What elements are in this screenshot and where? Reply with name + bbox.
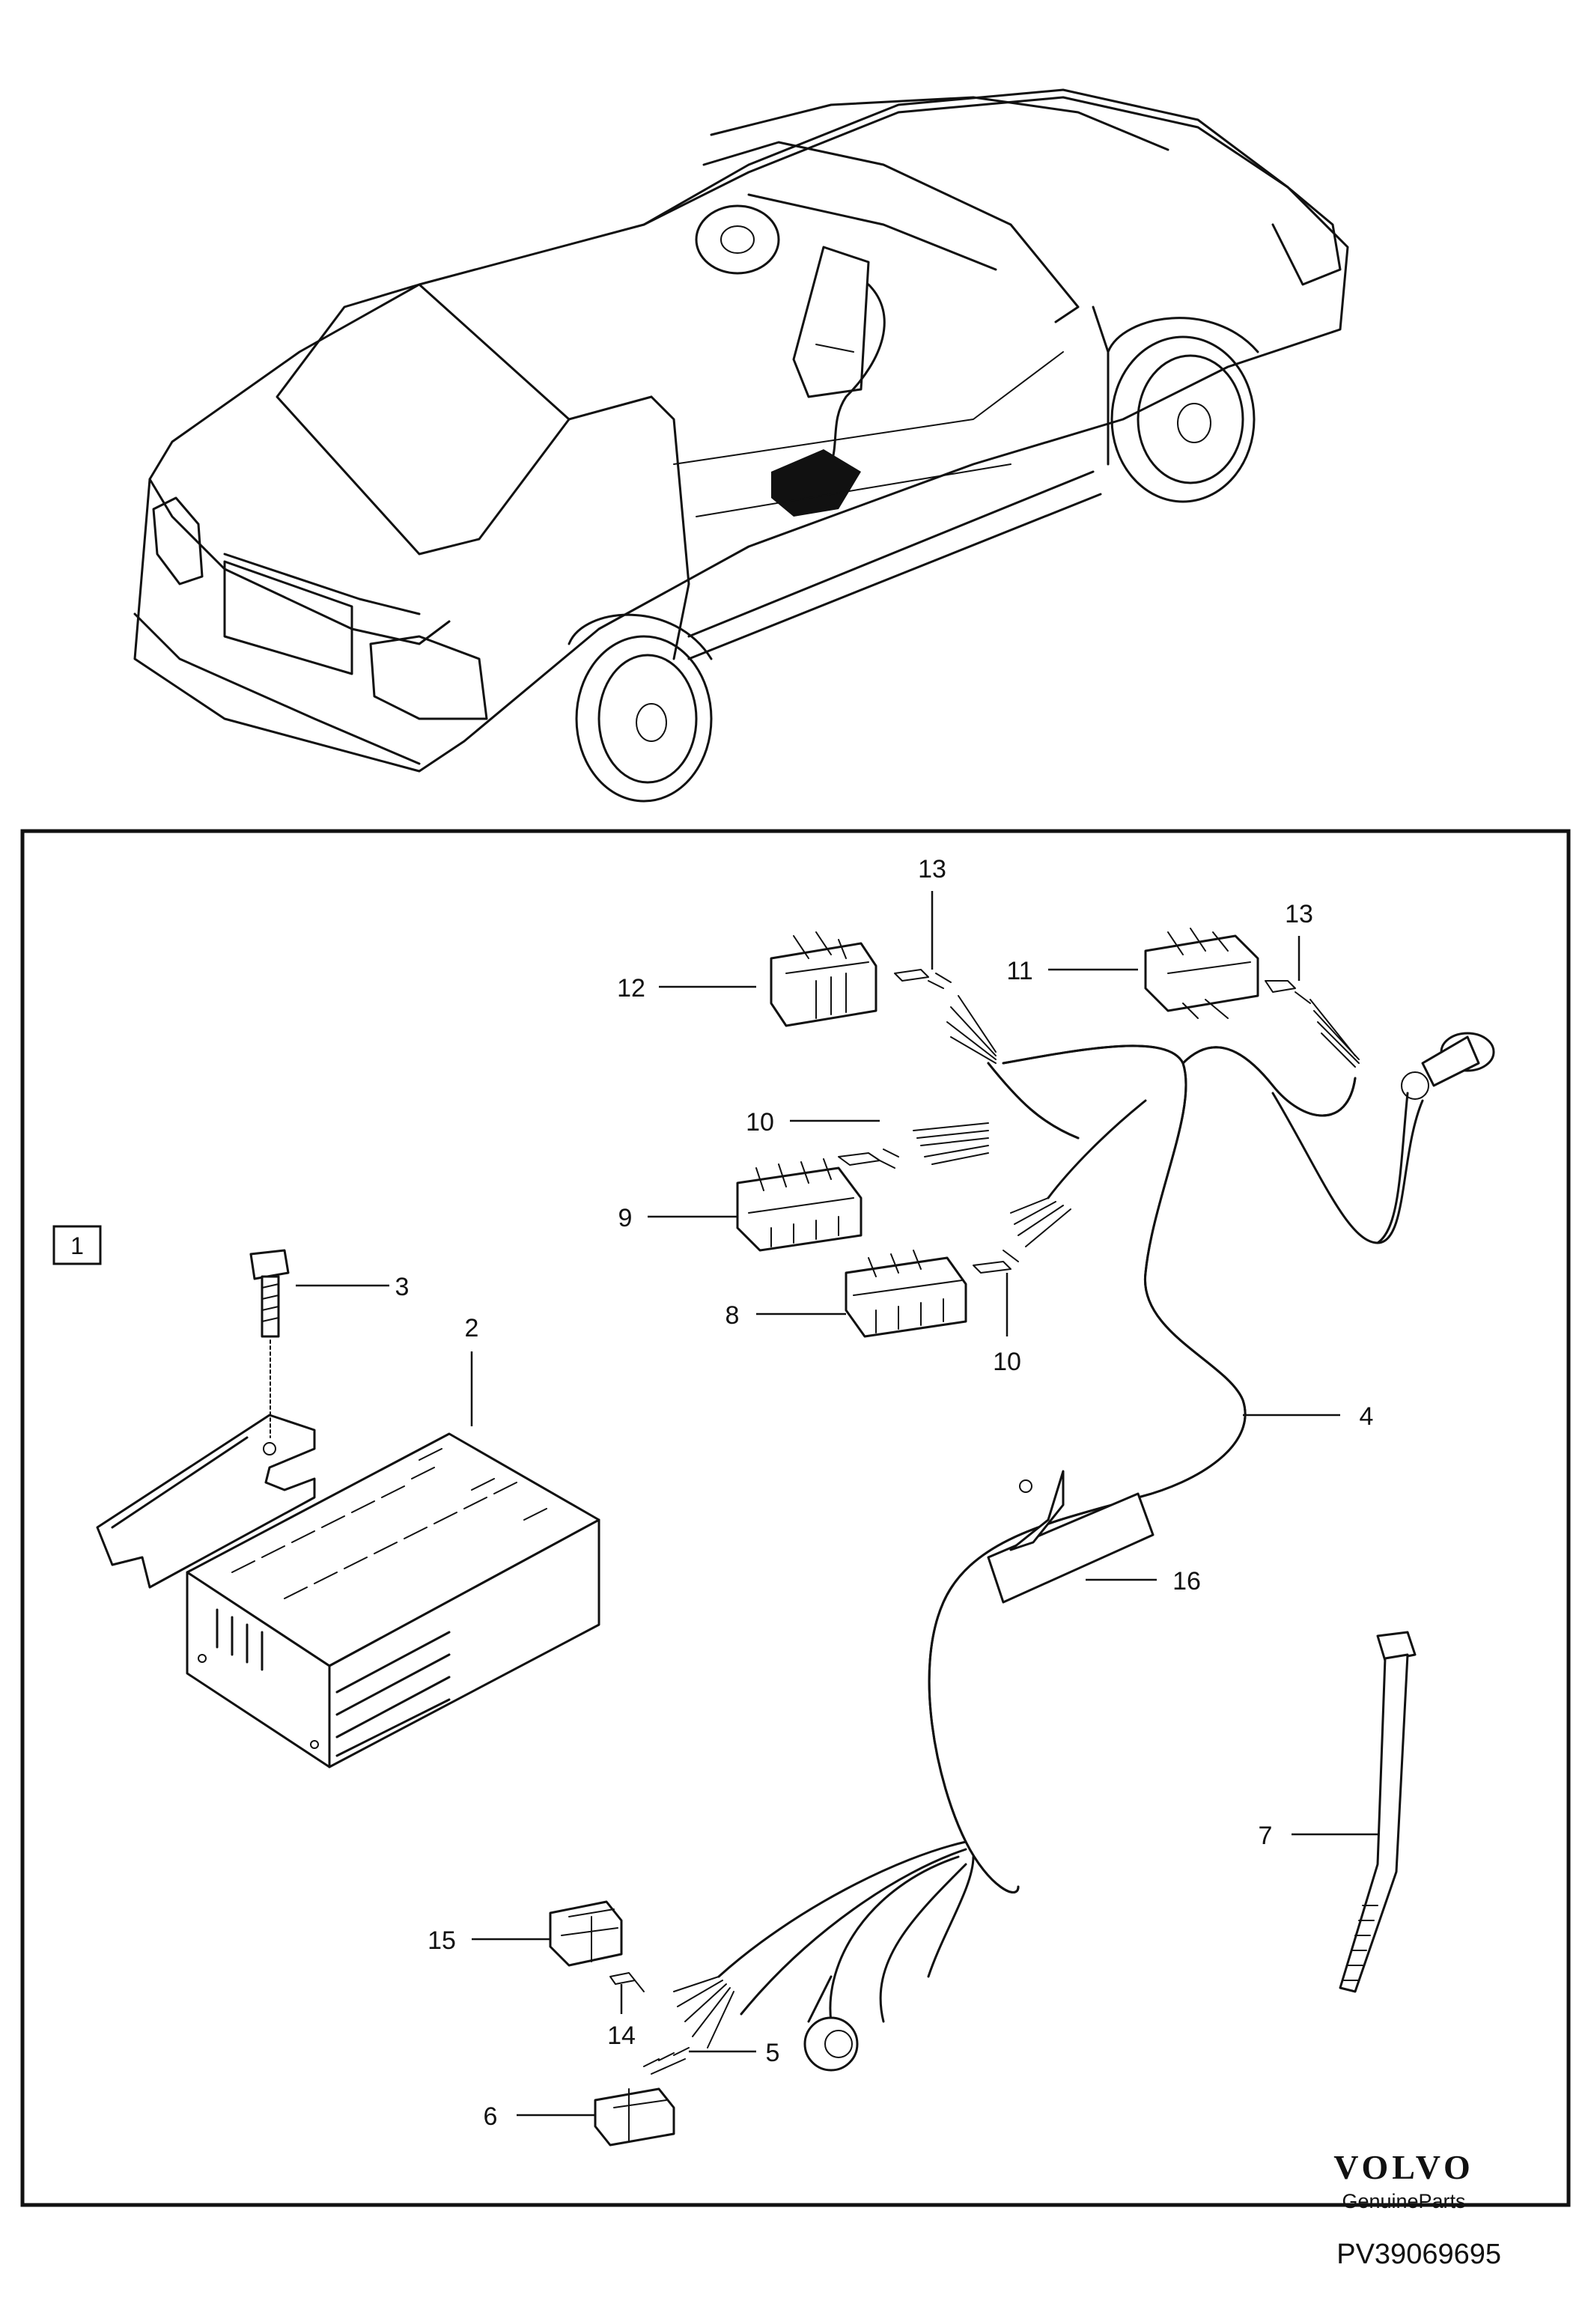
connector-9	[736, 1158, 863, 1252]
rear-wheel	[575, 635, 713, 803]
diagram-code: PV39069695	[1336, 2239, 1501, 2270]
callout-13b: 13	[1285, 900, 1313, 928]
connector-8	[845, 1250, 967, 1338]
callout-10a: 10	[746, 1108, 774, 1137]
amplifier-location-marker	[771, 449, 861, 517]
callout-3: 3	[395, 1273, 410, 1301]
connector-11	[1144, 928, 1259, 1019]
brand-block: VOLVO GenuineParts	[1306, 2147, 1501, 2213]
callout-11: 11	[1006, 957, 1032, 985]
front-wheel	[1110, 335, 1256, 503]
callout-9: 9	[618, 1204, 633, 1232]
terminal-10a	[838, 1149, 899, 1169]
callout-10b: 10	[993, 1348, 1021, 1376]
wiring-harness	[673, 1044, 1424, 2048]
leader-lines	[296, 891, 1378, 2117]
kit-number-box	[52, 1225, 102, 1265]
callout-5: 5	[766, 2039, 780, 2067]
callout-6: 6	[484, 2102, 498, 2131]
brand-tagline: GenuineParts	[1342, 2190, 1466, 2212]
callout-12: 12	[617, 974, 645, 1003]
terminal-13a	[894, 969, 952, 989]
callout-2: 2	[465, 1314, 479, 1342]
brand-logo: VOLVO	[1333, 2148, 1474, 2186]
terminal-14	[609, 1972, 645, 1992]
steering-wheel-icon	[695, 204, 780, 275]
amplifier-unit	[96, 1414, 600, 1768]
connector-15	[549, 1900, 623, 1967]
callout-16: 16	[1172, 1567, 1201, 1596]
harness-cover	[987, 1470, 1155, 1604]
round-socket	[803, 1975, 859, 2072]
callout-13a: 13	[918, 855, 946, 883]
car-illustration	[133, 88, 1349, 803]
callout-8: 8	[725, 1301, 740, 1330]
kit-number-label: 1	[70, 1232, 84, 1259]
round-plug	[1401, 1032, 1495, 1100]
parts-frame	[20, 829, 1571, 2207]
terminal-5	[643, 2047, 690, 2075]
terminal-13b	[1265, 980, 1311, 1004]
cable-tie	[1339, 1631, 1417, 1993]
connector-12	[770, 931, 877, 1027]
callout-4: 4	[1360, 1402, 1374, 1431]
callout-7: 7	[1259, 1822, 1273, 1850]
bolt	[249, 1249, 290, 1438]
connector-6	[594, 2087, 675, 2147]
callout-15: 15	[428, 1926, 456, 1955]
terminal-10b	[973, 1250, 1019, 1274]
callout-14: 14	[607, 2022, 636, 2050]
